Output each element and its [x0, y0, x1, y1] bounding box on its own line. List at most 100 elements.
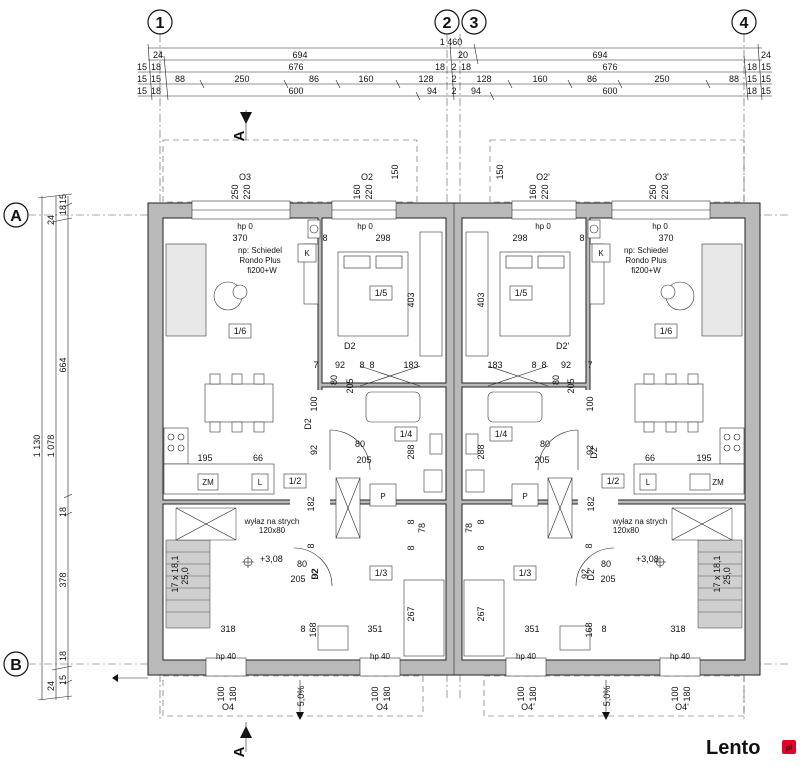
d-182-r: 182 — [586, 496, 596, 511]
d-182-l: 182 — [306, 496, 316, 511]
window-o4p-label: O4' — [521, 702, 535, 712]
window-o4b-hp: hp 40 — [370, 652, 391, 661]
axis-4-label: 4 — [740, 15, 749, 32]
window-o3-hp: hp 0 — [237, 222, 253, 231]
chimney-k-box — [297, 243, 317, 263]
axis-B-label: B — [10, 657, 22, 674]
dim-r3-h: 2 — [451, 74, 456, 84]
dim-r3-f: 160 — [358, 74, 373, 84]
d-403-l: 403 — [406, 292, 416, 307]
d-205-v-r: 205 — [566, 378, 576, 393]
dim-left-top-c: 24 — [46, 215, 56, 225]
d-403-r: 403 — [476, 292, 486, 307]
dim-r2-e: 2 — [451, 62, 456, 72]
d-8-a-r: 8 — [531, 360, 536, 370]
chimney-note-1: np: Schiedel — [238, 246, 282, 255]
section-markers: A A — [231, 110, 252, 757]
window-o4-w180: 180 — [228, 686, 238, 701]
d-100-l: 100 — [309, 396, 319, 411]
dim-r2-g: 676 — [602, 62, 617, 72]
dim-r3-c: 88 — [175, 74, 185, 84]
fridge-zm-label-right: ZM — [712, 478, 724, 487]
sink-icon — [423, 469, 443, 493]
laundry-l-label: L — [258, 478, 263, 487]
d-8-top-l: 8 — [322, 233, 327, 243]
dim-left-upper: 664 — [58, 357, 68, 372]
window-o2-w160: 160 — [352, 184, 362, 199]
logo-suffix: pl — [786, 745, 792, 752]
d-298-l: 298 — [375, 233, 390, 243]
door-d2p-low: D2' — [586, 567, 596, 581]
dim-r3-d: 250 — [234, 74, 249, 84]
d-195-l: 195 — [197, 453, 212, 463]
dim-r3-l: 250 — [654, 74, 669, 84]
logo-text: Lento — [706, 737, 760, 759]
dim-r4-b: 18 — [151, 86, 161, 96]
chimney-note-2-right: Rondo Plus — [625, 256, 666, 265]
d-183-r: 183 — [487, 360, 502, 370]
dim-left-bot-b: 15 — [58, 675, 68, 685]
dim-r2-i: 15 — [761, 62, 771, 72]
dim-r1-right: 24 — [761, 50, 771, 60]
dim-r4-i: 15 — [761, 86, 771, 96]
level-label-right: +3,08 — [636, 554, 659, 564]
section-label-top: A — [231, 130, 248, 141]
window-o2-w220: 220 — [364, 184, 374, 199]
level-label: +3,08 — [260, 554, 283, 564]
room-1-3-right: 1/3 — [519, 568, 532, 578]
laundry-box — [251, 473, 269, 491]
d-80-v-l: 80 — [329, 375, 339, 385]
p-cabinet-box — [369, 483, 397, 507]
window-o4-label: O4 — [222, 702, 234, 712]
d-8-low-r: 8 — [601, 624, 606, 634]
dim-r3-j: 160 — [532, 74, 547, 84]
d-92-low-l: 92 — [310, 569, 320, 579]
d-92-v-l: 92 — [309, 445, 319, 455]
dim-r3-b: 15 — [151, 74, 161, 84]
room-1-3-left: 1/3 — [375, 568, 388, 578]
laundry-l-label-right: L — [646, 478, 651, 487]
window-o3-w250: 250 — [230, 184, 240, 199]
dining-table-icon — [204, 383, 274, 423]
d-205-low-l: 205 — [290, 574, 305, 584]
chimney-flue-icon — [307, 219, 321, 239]
stairs-spec-2-right: 25,0 — [722, 567, 732, 585]
d-7-r: 7 — [587, 360, 592, 370]
dim-r4-d: 94 — [427, 86, 437, 96]
room-1-5-left: 1/5 — [375, 288, 388, 298]
window-o4p-w180: 180 — [528, 686, 538, 701]
window-o4pb-w180: 180 — [682, 686, 692, 701]
dim-r4-a: 15 — [137, 86, 147, 96]
window-o2p-w160: 160 — [528, 184, 538, 199]
inner-dims-right: 370 298 8 403 183 8 8 92 7 80 205 100 92… — [464, 233, 712, 638]
d-66-l: 66 — [253, 453, 263, 463]
d-8-b-l: 8 — [369, 360, 374, 370]
d-318-l: 318 — [220, 624, 235, 634]
room-1-5-right: 1/5 — [515, 288, 528, 298]
d-8-v2-r: 8 — [476, 545, 486, 550]
dim-r3-o: 15 — [761, 74, 771, 84]
zm-label-box — [197, 473, 219, 491]
d-8-a-l: 8 — [359, 360, 364, 370]
d-205-h-r: 205 — [534, 455, 549, 465]
left-dimension-chains: 1 130 1 078 664 18 378 15 18 24 18 15 24 — [32, 193, 73, 701]
dim-r2-d: 18 — [435, 62, 445, 72]
window-o2-hp: hp 0 — [357, 222, 373, 231]
slope-right: 5,0% — [602, 686, 612, 707]
dim-left-total: 1 130 — [32, 435, 42, 458]
window-o2p-label: O2' — [536, 172, 550, 182]
chimney-k-label: K — [304, 249, 310, 258]
d-298-r: 298 — [512, 233, 527, 243]
d-80-h-r: 80 — [540, 439, 550, 449]
chimney-note-3: fi200+W — [247, 266, 277, 275]
furniture-left: ZM L K np: Schiedel Rondo Plus fi200+W P — [163, 219, 445, 657]
inner-dims-left: 370 298 8 403 7 92 8 8 183 80 205 100 92… — [197, 233, 427, 638]
d-8-v3-l: 8 — [306, 543, 316, 548]
d-8-b-r: 8 — [541, 360, 546, 370]
axis-3-bubble — [461, 9, 487, 35]
d-92-low-r: 92 — [580, 569, 590, 579]
dim-r4-h: 18 — [747, 86, 757, 96]
dim-r1-mid1: 694 — [292, 50, 307, 60]
d-351-r: 351 — [524, 624, 539, 634]
